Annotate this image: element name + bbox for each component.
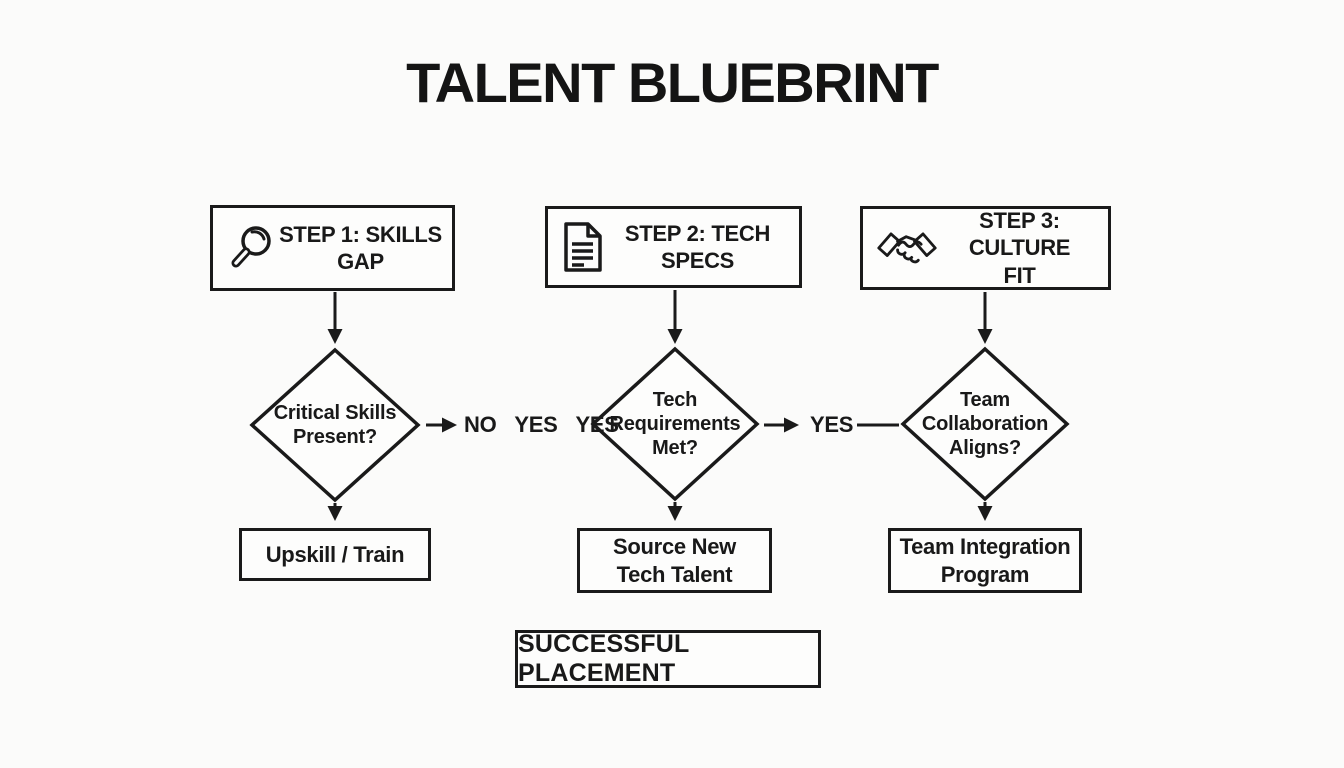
- handshake-icon: [875, 223, 939, 273]
- step-label: STEP 1: SKILLS GAP: [279, 221, 442, 275]
- decision-label-critical-skills: Critical Skills Present?: [273, 402, 397, 448]
- edge-label-yes: YES: [514, 412, 558, 437]
- edge-label-yes: YES: [810, 412, 854, 437]
- outcome-label: Team Integration Program: [899, 534, 1071, 587]
- diagram-title: TALENT BLUEBRINT: [406, 51, 939, 114]
- outcome-label: Upskill / Train: [265, 541, 405, 567]
- edge-label-no: NO: [464, 412, 497, 437]
- step-box-skills-gap: STEP 1: SKILLS GAP: [210, 205, 455, 291]
- edge-label-yes: YES: [575, 412, 619, 437]
- step-box-tech-specs: STEP 2: TECH SPECS: [545, 206, 802, 288]
- edge-labels-skills-to-tech: NO YES YES: [464, 412, 619, 438]
- outcome-box-team-integration: Team Integration Program: [888, 528, 1082, 593]
- outcome-label: Source New Tech Talent: [613, 534, 736, 587]
- document-icon: [560, 220, 604, 274]
- step-label: STEP 2: TECH SPECS: [624, 220, 771, 274]
- magnifier-icon: [225, 222, 277, 274]
- final-label: SUCCESSFUL PLACEMENT: [518, 630, 690, 687]
- final-box-successful-placement: SUCCESSFUL PLACEMENT: [515, 630, 821, 688]
- decision-label-team-collaboration: Team Collaboration Aligns?: [921, 389, 1049, 459]
- step-label: STEP 3: CULTURE FIT: [968, 207, 1071, 288]
- outcome-box-source-new-talent: Source New Tech Talent: [577, 528, 772, 593]
- edge-labels-tech-to-culture: YES: [810, 412, 853, 438]
- decision-label-tech-requirements: Tech Requirements Met?: [609, 389, 741, 459]
- step-box-culture-fit: STEP 3: CULTURE FIT: [860, 206, 1111, 290]
- outcome-box-upskill-train: Upskill / Train: [239, 528, 431, 581]
